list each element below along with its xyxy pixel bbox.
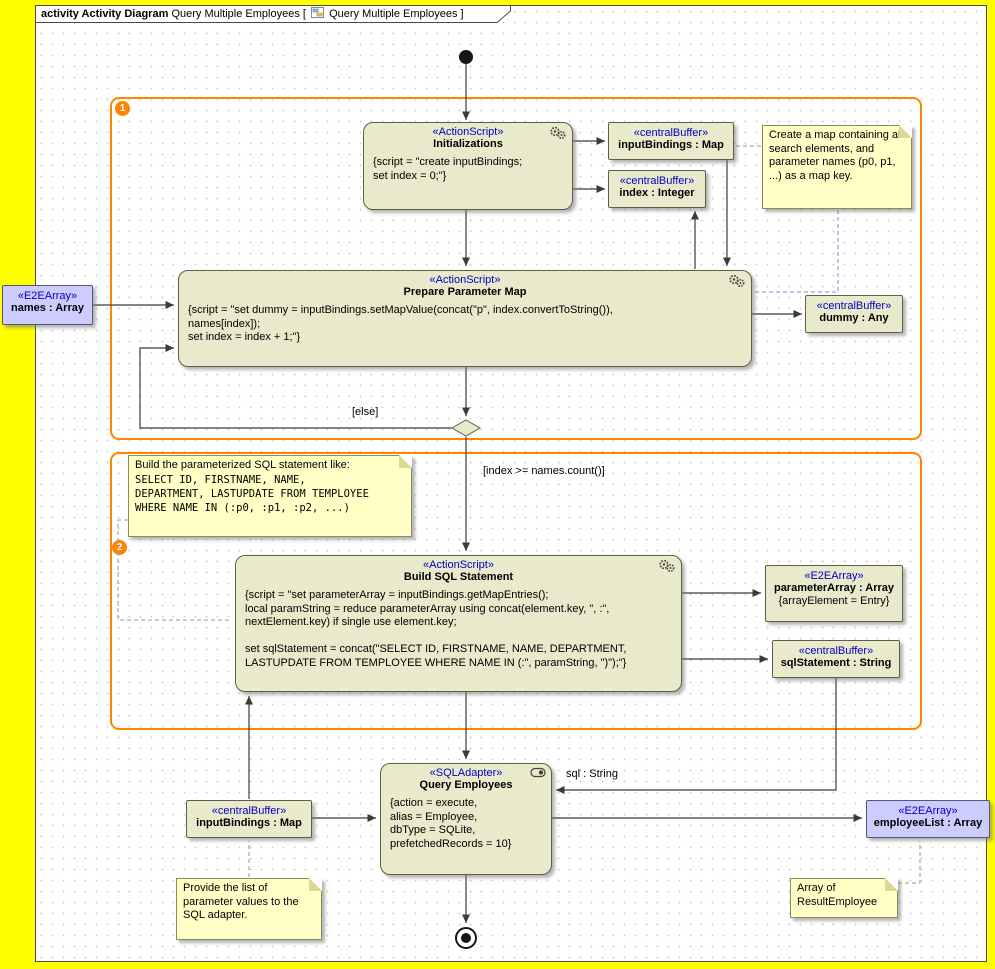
note-create-map[interactable]: Create a map containing all search eleme… xyxy=(762,125,912,209)
action-script-text: {script = "create inputBindings; set ind… xyxy=(373,156,523,182)
note-text: Build the parameterized SQL statement li… xyxy=(135,459,350,471)
buffer-inputbindings-bottom[interactable]: «centralBuffer» inputBindings : Map xyxy=(186,800,312,838)
buffer-name: inputBindings : Map xyxy=(618,139,724,151)
note-result-array[interactable]: Array of ResultEmployee xyxy=(790,878,898,918)
stereotype-label: «ActionScript» xyxy=(432,126,504,138)
buffer-name: sqlStatement : String xyxy=(780,657,892,669)
diagram-name-label: Query Multiple Employees xyxy=(171,8,300,20)
action-script-text: {script = "set parameterArray = inputBin… xyxy=(245,589,627,669)
object-name: parameterArray : Array xyxy=(773,582,895,594)
action-name: Initializations xyxy=(433,138,503,150)
region-badge-1: 1 xyxy=(115,101,130,116)
decision-node[interactable] xyxy=(450,419,482,437)
loop-region-1[interactable]: 1 xyxy=(110,97,922,440)
buffer-name: inputBindings : Map xyxy=(196,817,302,829)
parameter-employeelist-array[interactable]: «E2EArray» employeeList : Array xyxy=(866,800,990,838)
stereotype-label: «E2EArray» xyxy=(804,570,864,582)
note-text: Array of ResultEmployee xyxy=(797,882,878,908)
buffer-inputbindings-top[interactable]: «centralBuffer» inputBindings : Map xyxy=(608,122,734,160)
buffer-index[interactable]: «centralBuffer» index : Integer xyxy=(608,170,706,208)
pin-label-sql[interactable]: sql : String xyxy=(566,768,618,780)
stereotype-label: «centralBuffer» xyxy=(798,645,874,657)
stereotype-label: «centralBuffer» xyxy=(619,175,695,187)
guard-label-else[interactable]: [else] xyxy=(352,406,379,418)
action-build-sql-statement[interactable]: «ActionScript» Build SQL Statement {scri… xyxy=(235,555,682,692)
stereotype-label: «centralBuffer» xyxy=(211,805,287,817)
parameter-names-array[interactable]: «E2EArray» names : Array xyxy=(2,285,93,325)
note-sql-code: SELECT ID, FIRSTNAME, NAME, DEPARTMENT, … xyxy=(135,473,369,514)
gears-icon xyxy=(657,559,677,576)
object-parameterarray[interactable]: «E2EArray» parameterArray : Array {array… xyxy=(765,565,903,622)
stereotype-label: «E2EArray» xyxy=(17,290,78,302)
diagram-title-text: activity Activity Diagram Query Multiple… xyxy=(41,7,464,20)
stereotype-label: «SQLAdapter» xyxy=(429,767,503,779)
buffer-name: dummy : Any xyxy=(819,312,889,324)
stereotype-label: «E2EArray» xyxy=(898,805,958,817)
action-prepare-parameter-map[interactable]: «ActionScript» Prepare Parameter Map {sc… xyxy=(178,270,752,367)
parameter-name: names : Array xyxy=(11,302,84,314)
guard-label-count[interactable]: [index >= names.count()] xyxy=(483,465,605,477)
note-provide-parameters[interactable]: Provide the list of parameter values to … xyxy=(176,878,322,940)
final-node-core xyxy=(461,933,471,943)
bracket-close: ] xyxy=(460,8,464,20)
gears-icon xyxy=(727,274,747,291)
diagram-title-tab[interactable]: activity Activity Diagram Query Multiple… xyxy=(35,5,511,23)
stereotype-label: «ActionScript» xyxy=(423,559,494,571)
note-text: Provide the list of parameter values to … xyxy=(183,882,299,921)
action-query-employees[interactable]: «SQLAdapter» Query Employees {action = e… xyxy=(380,763,552,875)
buffer-dummy[interactable]: «centralBuffer» dummy : Any xyxy=(805,295,903,333)
action-name: Prepare Parameter Map xyxy=(403,286,527,298)
bracket-open: [ xyxy=(302,8,306,20)
note-text: Create a map containing all search eleme… xyxy=(769,129,903,182)
action-name: Build SQL Statement xyxy=(403,571,514,583)
stereotype-label: «ActionScript» xyxy=(429,274,501,286)
action-properties-text: {action = execute, alias = Employee, dbT… xyxy=(390,797,512,850)
initial-node[interactable] xyxy=(459,50,473,64)
sql-adapter-icon xyxy=(530,767,547,781)
action-name: Query Employees xyxy=(419,779,513,791)
diagram-icon xyxy=(311,7,325,18)
region-badge-2: 2 xyxy=(112,540,127,555)
decision-diamond xyxy=(450,419,482,437)
action-initializations[interactable]: «ActionScript» Initializations {script =… xyxy=(363,122,573,210)
buffer-sqlstatement[interactable]: «centralBuffer» sqlStatement : String xyxy=(772,640,900,678)
frame-name-label: Query Multiple Employees xyxy=(329,8,458,20)
tab-shape xyxy=(35,5,511,23)
parameter-name: employeeList : Array xyxy=(873,817,983,829)
note-sql-statement[interactable]: Build the parameterized SQL statement li… xyxy=(128,455,412,537)
stereotype-label: «centralBuffer» xyxy=(816,300,892,312)
object-properties-text: {arrayElement = Entry} xyxy=(778,595,890,607)
action-script-text: {script = "set dummy = inputBindings.set… xyxy=(188,304,613,343)
stereotype-label: «centralBuffer» xyxy=(633,127,709,139)
buffer-name: index : Integer xyxy=(619,187,695,199)
diagram-kind-label: activity Activity Diagram xyxy=(41,8,169,20)
gears-icon xyxy=(548,126,568,143)
